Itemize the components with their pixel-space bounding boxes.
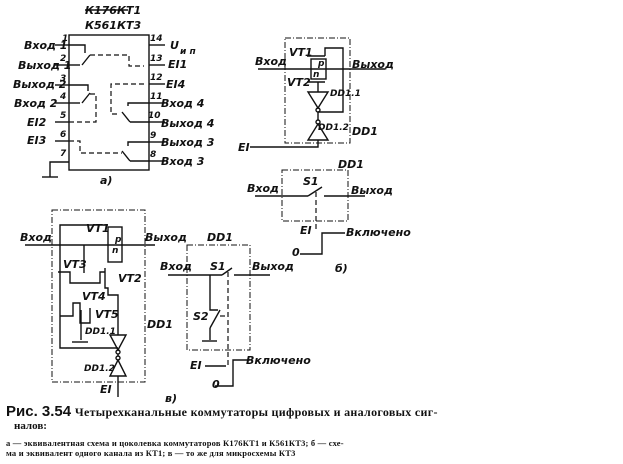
figure-number: Рис. 3.54 <box>6 403 72 420</box>
zero-label: 0 <box>212 378 220 391</box>
dd1-label: DD1 <box>147 318 173 331</box>
dd11-label: DD1.1 <box>330 89 361 99</box>
input-label: Вход <box>20 231 52 244</box>
dd12-label: DD1.2 <box>84 364 115 374</box>
pin-label-1: Вход 1 <box>24 39 67 52</box>
on-label: Включено <box>346 226 411 239</box>
caption-title-continuation: налов: <box>14 420 47 432</box>
pin-13: 13 <box>150 54 163 64</box>
input-label: Вход <box>247 182 279 195</box>
vt2-label: VT2 <box>287 76 311 89</box>
output-label: Выход <box>252 260 294 273</box>
sublabel-a: а) <box>100 174 112 187</box>
switch-s1-icon <box>221 267 233 276</box>
caption-title: Рис. 3.54 Четырехканальные коммутаторы ц… <box>6 404 616 420</box>
vt3-label: VT3 <box>63 258 87 271</box>
vt1-label: VT1 <box>289 46 313 59</box>
supply-subscript: и п <box>180 47 196 57</box>
pin-label-2: Выход 1 <box>18 59 71 72</box>
vt4-label: VT4 <box>82 290 106 303</box>
pin-12: 12 <box>150 73 163 83</box>
pin-label-8: Вход 3 <box>161 155 205 168</box>
pin-label-5: EI2 <box>27 116 47 129</box>
pin-7: 7 <box>60 149 67 159</box>
figure-v-transistor-circuit: Вход Выход VT1 p n VT3 VT2 VT4 VT5 DD1.1… <box>20 209 187 397</box>
switch-s2-icon <box>209 309 221 329</box>
pin-4: 4 <box>59 92 66 102</box>
pin-14: 14 <box>150 34 163 44</box>
ei-label: EI <box>238 141 250 154</box>
output-label: Выход <box>351 184 393 197</box>
sublabel-b: б) <box>335 262 348 275</box>
chip-name-k561kt3: К561КТ3 <box>85 19 141 32</box>
vt5-label: VT5 <box>95 308 119 321</box>
input-label: Вход <box>160 260 192 273</box>
inverter-dd11-icon <box>108 334 128 352</box>
right-pins: 14 U и п 13 EI1 12 EI4 11 Вход 4 10 Выхо… <box>148 34 215 168</box>
s1-label: S1 <box>303 175 319 188</box>
pin-11: 11 <box>150 92 163 102</box>
s1-label: S1 <box>210 260 226 273</box>
input-label: Вход <box>255 55 287 68</box>
pin-label-13: EI1 <box>168 58 187 71</box>
figure-b-switch-equivalent: DD1 Вход Выход S1 EI Включено 0 б) <box>247 158 411 275</box>
transistor-pair <box>310 58 327 80</box>
figure-v-switch-equivalent: DD1 Вход Выход S1 S2 EI Включено 0 в) <box>160 231 311 405</box>
s2-label: S2 <box>193 310 209 323</box>
figure-caption: Рис. 3.54 Четырехканальные коммутаторы ц… <box>6 404 616 458</box>
p-label: p <box>317 59 325 69</box>
pin-9: 9 <box>150 131 156 141</box>
p-label: p <box>114 235 122 245</box>
dd1-label: DD1 <box>338 158 364 171</box>
inverter-dd11-icon <box>306 91 330 110</box>
pin-label-10: Выход 4 <box>161 117 214 130</box>
on-label: Включено <box>246 354 311 367</box>
internal-switches <box>69 44 149 162</box>
ei-label: EI <box>300 224 312 237</box>
figure-b-transistor-circuit: Вход Выход VT1 VT2 p n DD1.1 DD1.2 DD1 E… <box>238 37 394 154</box>
dd11-label: DD1.1 <box>85 327 116 337</box>
transistor-pair <box>107 226 123 263</box>
output-label: Выход <box>145 231 187 244</box>
pin-3: 3 <box>60 74 66 84</box>
pin-10: 10 <box>148 111 161 121</box>
caption-title-text: Четырехканальные коммутаторы цифровых и … <box>74 405 438 419</box>
sublabel-v: в) <box>165 392 177 405</box>
left-pins: 1 Вход 1 2 Выход 1 3 Выход 2 4 Вход 2 5 … <box>13 34 71 178</box>
n-label: n <box>313 70 319 80</box>
ground-wire <box>49 161 69 177</box>
switch-s1-icon <box>307 186 323 197</box>
dd1-label: DD1 <box>352 125 378 138</box>
pin-2: 2 <box>60 54 66 64</box>
pin-label-12: EI4 <box>166 78 185 91</box>
n-label: n <box>112 246 118 256</box>
pin-8: 8 <box>150 150 156 160</box>
caption-description-line-2: ма и эквивалент одного канала из КТ1; в … <box>6 448 296 458</box>
ei-label: EI <box>190 359 202 372</box>
ei-signal-waveform <box>215 359 250 387</box>
dd1-boundary <box>51 209 146 383</box>
pin-label-11: Вход 4 <box>161 97 204 110</box>
pin-label-6: EI3 <box>27 134 47 147</box>
zero-label: 0 <box>292 246 300 259</box>
ei-label: EI <box>100 383 112 396</box>
pin-label-14: U <box>170 39 179 52</box>
ei-signal-waveform <box>300 232 345 255</box>
vt1-label: VT1 <box>86 222 110 235</box>
caption-description-line-1: а — эквивалентная схема и цоколевка комм… <box>6 438 344 448</box>
pin-label-9: Выход 3 <box>161 136 215 149</box>
output-label: Выход <box>352 58 394 71</box>
dd1-boundary <box>186 244 251 351</box>
pin-5: 5 <box>60 111 66 121</box>
pin-6: 6 <box>60 130 66 140</box>
vt2-label: VT2 <box>118 272 142 285</box>
dd1-label: DD1 <box>207 231 233 244</box>
dd12-label: DD1.2 <box>318 123 349 133</box>
pin-label-4: Вход 2 <box>14 97 58 110</box>
pin-1: 1 <box>62 34 68 44</box>
figure-a-pinout: К176КТ1 К561КТ3 1 Вход 1 2 Выход 1 3 Вых… <box>13 4 215 187</box>
pin-label-3: Выход 2 <box>13 78 67 91</box>
